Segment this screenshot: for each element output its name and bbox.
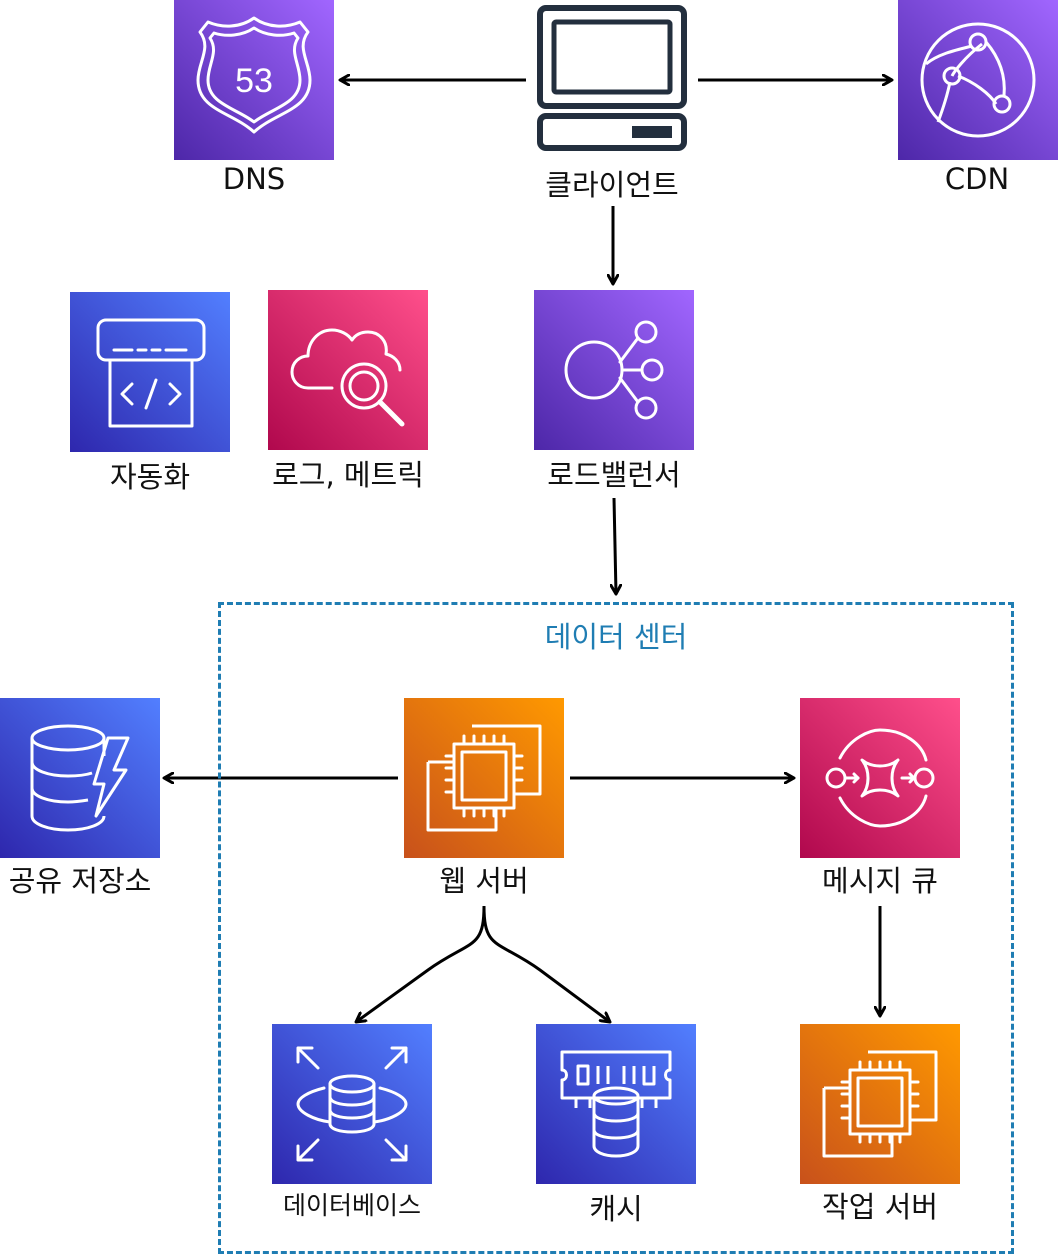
edge-load-balancer-datacenter (614, 497, 616, 594)
svg-text:53: 53 (235, 62, 273, 100)
database-node[interactable] (272, 1024, 432, 1184)
computer-icon (537, 5, 687, 151)
elasticache-icon (560, 1050, 672, 1158)
cloudfront-icon (920, 22, 1036, 138)
automation-label: 자동화 (109, 460, 191, 494)
client-label: 클라이언트 (545, 168, 679, 202)
route53-icon: 53 (196, 16, 312, 134)
web-server-label: 웹 서버 (439, 864, 529, 898)
shared-storage-node[interactable] (0, 698, 160, 858)
ec2-icon (426, 724, 542, 832)
cdn-node[interactable] (898, 0, 1058, 160)
logs-metrics-label: 로그, 메트릭 (272, 458, 424, 492)
message-queue-node[interactable] (800, 698, 960, 858)
cache-label: 캐시 (589, 1192, 643, 1226)
load-balancer-node[interactable] (534, 290, 694, 450)
sqs-icon (825, 728, 935, 828)
logs-metrics-node[interactable] (268, 290, 428, 450)
dns-node[interactable]: 53 (174, 0, 334, 160)
datacenter-group (218, 602, 1014, 1254)
rds-icon (296, 1046, 408, 1162)
load-balancer-label: 로드밸런서 (547, 458, 681, 492)
web-server-node[interactable] (404, 698, 564, 858)
dynamodb-icon (30, 724, 130, 832)
datacenter-label: 데이터 센터 (544, 620, 688, 654)
worker-server-label: 작업 서버 (822, 1190, 938, 1224)
message-queue-label: 메시지 큐 (822, 864, 938, 898)
dns-label: DNS (222, 162, 286, 196)
ec2-icon (822, 1050, 938, 1158)
edge-web-server-cache (482, 905, 610, 1022)
load-balancer-icon (564, 320, 664, 420)
cloudwatch-icon (290, 328, 405, 427)
worker-server-node[interactable] (800, 1024, 960, 1184)
client-node[interactable] (534, 4, 690, 154)
cache-node[interactable] (536, 1024, 696, 1184)
code-icon (96, 318, 206, 428)
automation-node[interactable] (70, 292, 230, 452)
shared-storage-label: 공유 저장소 (8, 864, 152, 898)
cdn-label: CDN (944, 162, 1010, 196)
database-label: 데이터베이스 (282, 1191, 422, 1220)
